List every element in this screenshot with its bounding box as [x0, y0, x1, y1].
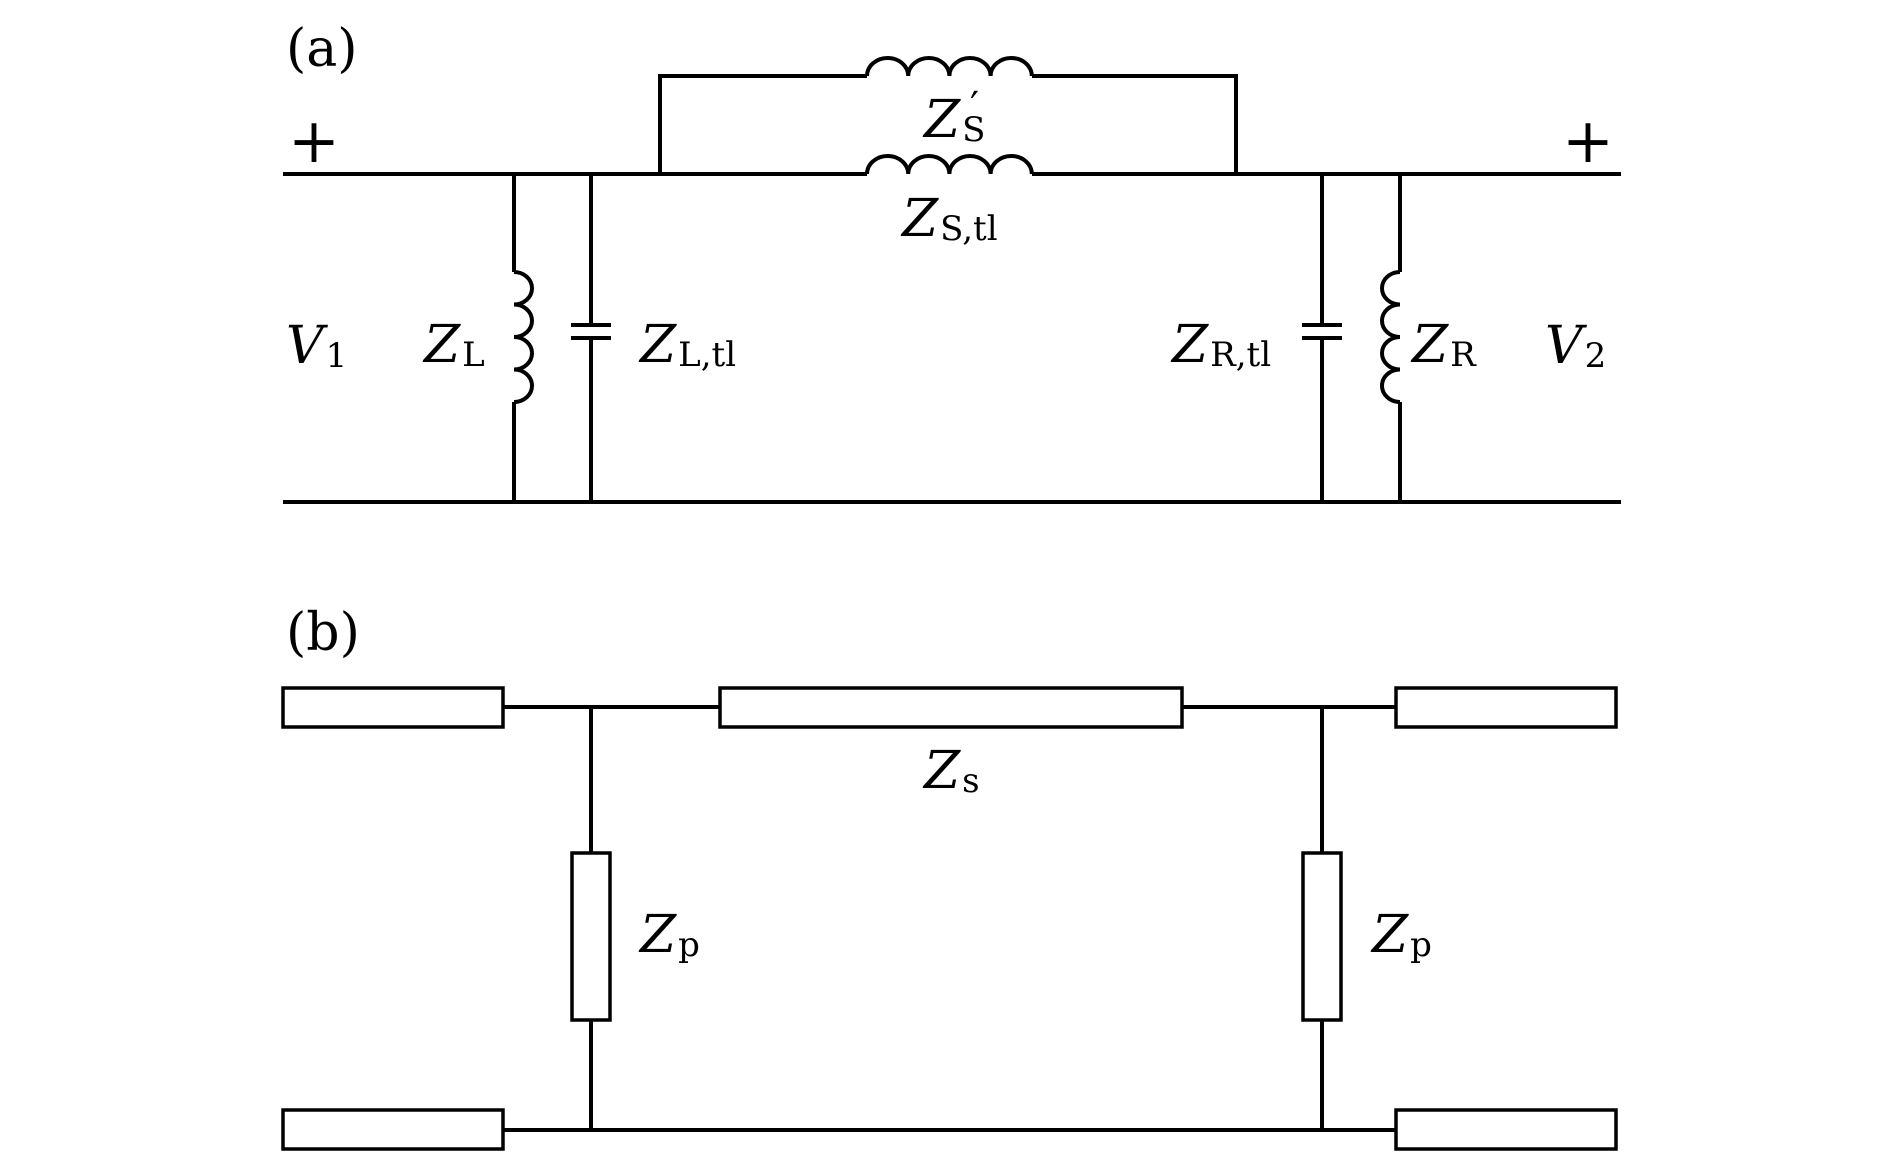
label-zs-prime-mark: ′	[970, 84, 979, 130]
panel-a-label: (a)	[286, 19, 358, 79]
series-impedance-zs	[718, 686, 1184, 729]
series-inductor-tl	[865, 154, 1034, 175]
port-stub-bottom-left	[281, 1108, 505, 1151]
label-zr: ZR	[1410, 315, 1477, 375]
label-zs-tl: ZS,tl	[900, 189, 998, 249]
panel-a: (a) + + V1 ZL ZL,tl ZS ′ ZS,tl ZR,tl ZR …	[283, 19, 1621, 504]
shunt-inductor-right	[1380, 270, 1401, 404]
label-zp-left: Zp	[638, 905, 700, 965]
bypass-loop-left-wire	[658, 74, 867, 174]
shunt-impedance-zp-right	[1301, 851, 1343, 1022]
port-stub-top-right	[1394, 686, 1618, 729]
shunt-impedance-zp-left	[570, 851, 612, 1022]
panel-b: (b) Zs Zp Zp	[281, 603, 1618, 1151]
label-v1: V1	[286, 316, 347, 376]
port-stub-bottom-right	[1394, 1108, 1618, 1151]
port-stub-top-left	[281, 686, 505, 729]
label-zs-prime: ZS	[922, 90, 985, 150]
label-zs-series: Zs	[922, 741, 980, 801]
bypass-loop-right-wire	[1032, 74, 1238, 174]
panel-b-label: (b)	[286, 603, 360, 663]
label-zl: ZL	[422, 315, 485, 375]
plus-right-sign: +	[1562, 104, 1614, 177]
series-inductor-prime	[865, 56, 1034, 77]
label-zp-right: Zp	[1370, 905, 1432, 965]
shunt-inductor-left	[513, 270, 534, 404]
label-zl-tl: ZL,tl	[638, 315, 736, 375]
label-v2: V2	[1545, 316, 1606, 376]
label-zr-tl: ZR,tl	[1170, 315, 1271, 375]
plus-left-sign: +	[288, 104, 340, 177]
